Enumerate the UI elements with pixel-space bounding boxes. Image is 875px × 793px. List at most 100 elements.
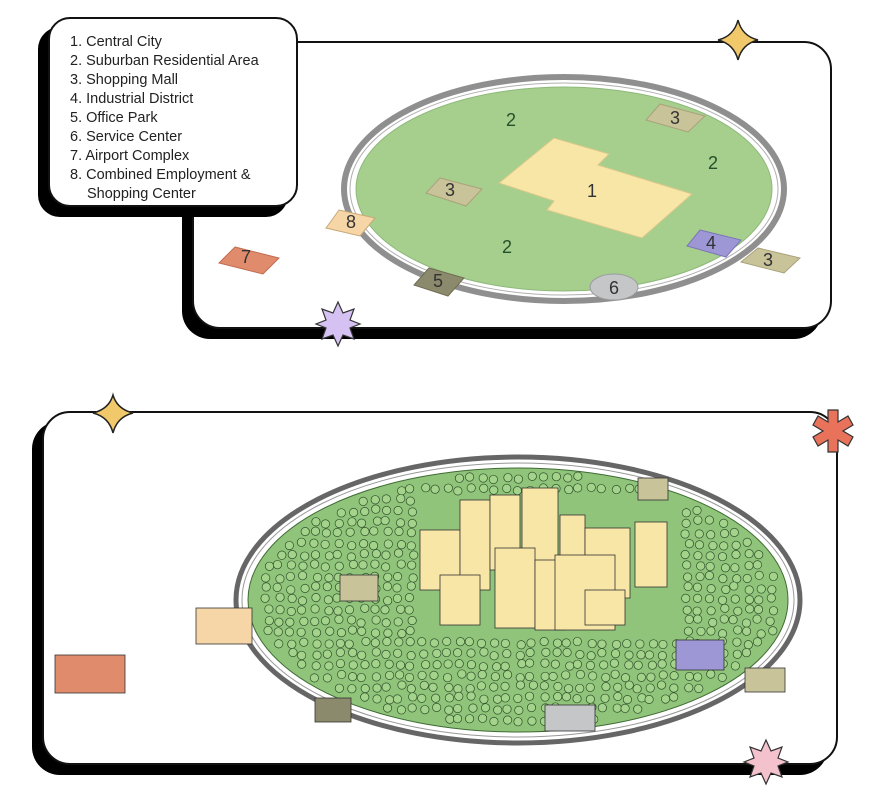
tree (597, 639, 607, 649)
tree (705, 551, 715, 561)
tree (500, 693, 510, 703)
tree (309, 538, 319, 548)
tree (633, 660, 643, 670)
tree (682, 560, 692, 570)
tree (333, 606, 343, 616)
tree (733, 606, 743, 616)
label-industrial: 4 (706, 233, 716, 253)
tree (334, 561, 344, 571)
tree (454, 691, 464, 701)
tree (359, 539, 369, 549)
tree (405, 637, 415, 647)
tree (394, 526, 404, 536)
tree (357, 650, 367, 660)
tree (407, 703, 417, 713)
tree (479, 483, 489, 493)
tree (632, 684, 642, 694)
tree (754, 595, 764, 605)
tree (337, 669, 347, 680)
tree (585, 694, 595, 704)
tree (346, 552, 356, 562)
tree (561, 638, 571, 648)
tree (298, 571, 308, 581)
tree (300, 583, 310, 594)
tree (465, 472, 475, 482)
tree (273, 627, 283, 637)
tree (361, 636, 371, 647)
tree (371, 659, 381, 669)
tree (597, 703, 607, 713)
tree (768, 606, 779, 616)
tree (489, 682, 499, 692)
tree (385, 695, 395, 705)
legend-box: 1. Central City 2. Suburban Residential … (48, 17, 298, 207)
tree (370, 559, 380, 569)
tree (479, 647, 489, 657)
tree (322, 649, 332, 659)
tree (669, 692, 679, 702)
tree (395, 670, 405, 680)
tree (419, 649, 429, 659)
tree (452, 714, 463, 724)
tree (513, 693, 523, 703)
service-center-building (544, 704, 596, 732)
tree (695, 571, 705, 582)
tree (408, 692, 418, 702)
tree (719, 541, 729, 551)
tree (490, 672, 500, 682)
tree (454, 659, 464, 669)
tree (683, 581, 693, 591)
tree (572, 694, 582, 704)
tree (358, 496, 368, 506)
shopping-mall-building (744, 667, 786, 693)
service-center-zone (589, 273, 639, 301)
tree (553, 692, 563, 702)
airport-zone (218, 246, 280, 275)
tree (371, 647, 381, 657)
tree (380, 605, 390, 615)
tree (393, 506, 403, 516)
tree (548, 671, 558, 681)
tree (524, 691, 535, 701)
tree (372, 694, 382, 704)
tree (539, 637, 549, 647)
tree (371, 504, 381, 514)
tree (573, 471, 583, 481)
tree (696, 626, 706, 636)
tree (311, 628, 322, 638)
tree (405, 626, 415, 636)
tree (297, 596, 308, 606)
tree (693, 614, 703, 624)
tree (371, 672, 381, 682)
tree (407, 616, 417, 626)
tree (680, 550, 690, 560)
tree (718, 629, 728, 639)
tree (275, 592, 285, 602)
tree (429, 670, 439, 680)
tree (311, 593, 321, 603)
tree (488, 474, 498, 485)
tree (371, 615, 381, 625)
central-city-building (439, 574, 481, 626)
tree (730, 661, 740, 671)
tree (586, 482, 596, 492)
tree (730, 563, 740, 573)
tree (334, 614, 344, 624)
tree (419, 680, 429, 690)
tree (313, 572, 323, 583)
label-mall: 3 (445, 180, 455, 200)
tree (296, 605, 307, 615)
label-mall: 3 (670, 108, 680, 128)
tree (744, 595, 755, 605)
tree (492, 662, 502, 672)
tree (431, 693, 441, 703)
tree (597, 648, 607, 658)
tree (706, 626, 716, 636)
purple-burst-icon (314, 300, 362, 348)
tree (406, 651, 416, 661)
tree (552, 638, 563, 648)
tree (624, 680, 634, 690)
tree (358, 560, 368, 570)
label-airport: 7 (241, 247, 251, 267)
tree (706, 584, 716, 594)
